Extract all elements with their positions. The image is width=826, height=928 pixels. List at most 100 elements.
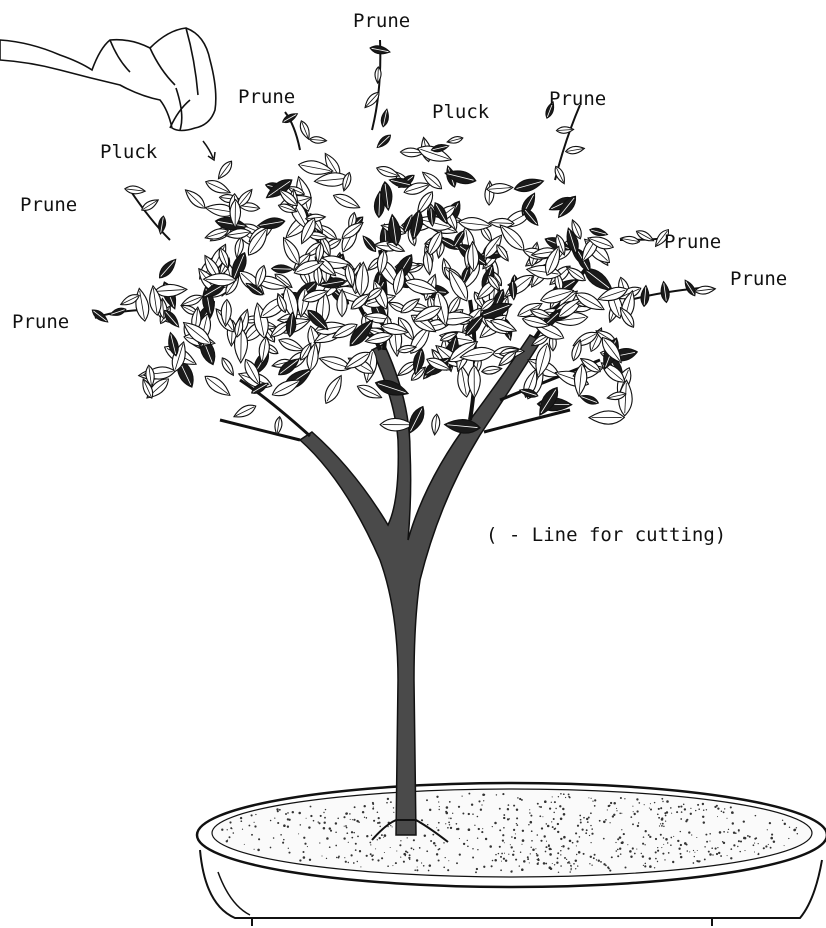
- soil-speck: [393, 807, 394, 808]
- soil-speck: [579, 815, 581, 817]
- soil-speck: [583, 817, 585, 819]
- soil-speck: [395, 862, 397, 864]
- soil-speck: [513, 805, 515, 807]
- soil-speck: [738, 831, 739, 832]
- soil-speck: [352, 819, 353, 820]
- leaf: [281, 111, 299, 125]
- soil-speck: [542, 816, 543, 817]
- soil-speck: [355, 849, 357, 851]
- soil-speck: [632, 847, 634, 849]
- soil-speck: [704, 846, 705, 847]
- soil-speck: [450, 827, 452, 829]
- soil-speck: [299, 859, 301, 861]
- leaf: [362, 90, 382, 110]
- soil-speck: [570, 869, 571, 870]
- soil-speck: [677, 840, 679, 842]
- soil-speck: [483, 800, 484, 801]
- soil-speck: [630, 856, 632, 858]
- soil-speck: [370, 853, 372, 855]
- soil-speck: [697, 804, 699, 806]
- soil-speck: [794, 829, 796, 831]
- soil-speck: [413, 849, 414, 850]
- soil-speck: [703, 821, 705, 823]
- soil-speck: [519, 865, 520, 866]
- soil-speck: [609, 822, 610, 823]
- leaf: [640, 285, 650, 306]
- soil-speck: [335, 832, 337, 834]
- soil-speck: [665, 820, 666, 821]
- soil-speck: [377, 811, 379, 813]
- soil-speck: [678, 848, 680, 850]
- soil-speck: [605, 865, 607, 867]
- soil-speck: [377, 839, 378, 840]
- soil-speck: [684, 842, 687, 845]
- soil-speck: [326, 858, 327, 859]
- soil-speck: [392, 865, 393, 866]
- leaf: [182, 186, 208, 211]
- soil-speck: [767, 829, 768, 830]
- soil-speck: [423, 865, 425, 867]
- soil-speck: [594, 799, 596, 801]
- soil-speck: [591, 798, 592, 799]
- prune-label-left: Prune: [20, 196, 77, 215]
- soil-speck: [568, 861, 570, 863]
- soil-speck: [351, 831, 353, 833]
- soil-speck: [244, 844, 245, 845]
- soil-speck: [708, 851, 710, 853]
- soil-speck: [378, 822, 380, 824]
- soil-speck: [492, 826, 493, 827]
- soil-speck: [735, 832, 737, 834]
- soil-speck: [680, 856, 682, 858]
- soil-speck: [531, 840, 533, 842]
- leaf: [431, 414, 441, 436]
- soil-speck: [636, 849, 637, 850]
- soil-speck: [609, 870, 611, 872]
- soil-speck: [569, 871, 571, 873]
- soil-speck: [270, 847, 272, 849]
- soil-speck: [562, 808, 564, 810]
- soil-speck: [616, 808, 617, 809]
- soil-speck: [227, 829, 228, 830]
- soil-speck: [619, 836, 622, 839]
- soil-speck: [540, 840, 542, 842]
- soil-speck: [634, 853, 636, 855]
- soil-speck: [557, 823, 559, 825]
- soil-speck: [536, 854, 538, 856]
- soil-speck: [664, 812, 666, 814]
- soil-speck: [430, 840, 432, 842]
- soil-speck: [448, 860, 449, 861]
- soil-speck: [499, 829, 501, 831]
- soil-speck: [399, 844, 401, 846]
- soil-speck: [591, 865, 592, 866]
- soil-speck: [563, 793, 565, 795]
- leaf: [579, 393, 600, 407]
- soil-speck: [567, 848, 569, 850]
- soil-speck: [678, 806, 680, 808]
- soil-speck: [566, 859, 567, 860]
- soil-speck: [539, 806, 540, 807]
- soil-speck: [541, 827, 543, 829]
- soil-speck: [537, 863, 539, 865]
- soil-speck: [670, 807, 672, 809]
- soil-speck: [330, 830, 332, 832]
- soil-speck: [552, 863, 553, 864]
- soil-speck: [573, 863, 575, 865]
- leaf: [140, 197, 160, 213]
- soil-speck: [516, 808, 518, 810]
- soil-speck: [546, 823, 548, 825]
- soil-speck: [229, 821, 231, 823]
- soil-speck: [504, 853, 505, 854]
- soil-speck: [549, 853, 552, 856]
- soil-speck: [616, 810, 617, 811]
- soil-speck: [755, 837, 757, 839]
- soil-speck: [226, 840, 228, 842]
- soil-speck: [671, 813, 672, 814]
- soil-speck: [560, 850, 561, 851]
- soil-speck: [599, 820, 601, 822]
- soil-speck: [509, 818, 510, 819]
- soil-speck: [498, 853, 499, 854]
- soil-speck: [309, 859, 311, 861]
- soil-speck: [738, 829, 740, 831]
- soil-speck: [349, 813, 351, 815]
- soil-speck: [654, 802, 655, 803]
